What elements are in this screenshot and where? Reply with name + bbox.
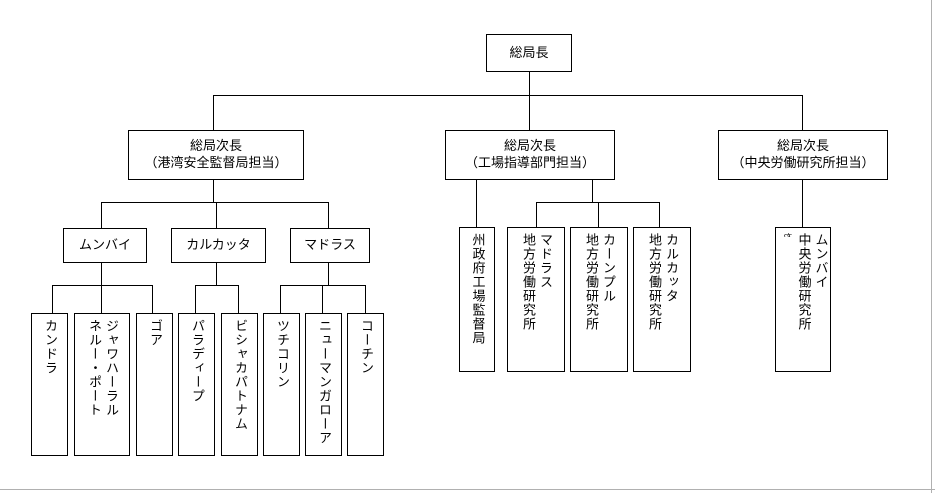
region-calcutta-box: カルカッタ (171, 228, 266, 263)
port-label: ニューマンガローア (316, 319, 331, 445)
port-cochin-box: コーチン (347, 313, 384, 456)
connector-line (598, 202, 599, 227)
deputy-responsibility: （中央労働研究所担当） (731, 156, 875, 171)
connector-line (322, 285, 323, 313)
region-label: マドラス (304, 238, 356, 253)
port-jnpt-box: ジャワハーラル ネルー・ポート (74, 313, 130, 456)
state-factory-inspectorate-box: 州政府工場監督局 (459, 227, 495, 372)
central-labour-institute-box: ムンバイ 中央労働研究所 ｾ (775, 227, 831, 372)
connector-line (328, 202, 329, 228)
connector-line (365, 285, 366, 313)
unit-label: カルカッタ (663, 233, 678, 303)
unit-label: マドラス (537, 233, 552, 289)
connector-line (536, 202, 537, 227)
deputy-port-safety-box: 総局次長 （港湾安全監督局担当） (128, 130, 304, 180)
port-label: ゴア (147, 319, 162, 347)
port-label: ネルー・ポート (86, 319, 101, 417)
deputy-responsibility: （港湾安全監督局担当） (144, 156, 288, 171)
unit-label: 地方労働研究所 (646, 233, 661, 331)
port-label: ジャワハーラル (103, 319, 118, 417)
connector-line (659, 202, 660, 227)
connector-line (213, 95, 803, 96)
connector-line (101, 202, 102, 228)
connector-line (216, 202, 217, 228)
port-tuticorin-box: ツチコリン (263, 313, 300, 456)
connector-line (213, 95, 214, 130)
page-edge-right (931, 0, 932, 493)
unit-label: ｾ (781, 233, 792, 239)
madras-regional-lab-box: マドラス 地方労働研究所 (507, 227, 565, 372)
connector-line (101, 262, 102, 286)
port-label: パラディープ (189, 319, 204, 403)
connector-line (101, 285, 102, 313)
connector-line (195, 285, 239, 286)
connector-line (529, 95, 530, 130)
port-label: ツチコリン (274, 319, 289, 389)
connector-line (802, 95, 803, 130)
connector-line (592, 179, 593, 203)
unit-label: 地方労働研究所 (583, 233, 598, 331)
connector-line (802, 179, 803, 227)
connector-line (476, 179, 477, 227)
connector-line (280, 285, 281, 313)
unit-label: カーンプル (600, 233, 615, 303)
port-goa-box: ゴア (136, 313, 173, 456)
port-label: コーチン (358, 319, 373, 375)
deputy-title: 総局次長 (503, 139, 556, 154)
connector-line (238, 285, 239, 313)
connector-line (213, 179, 214, 203)
unit-label: ムンバイ (812, 233, 828, 289)
region-label: ムンバイ (78, 238, 131, 253)
director-general-label: 総局長 (509, 45, 549, 61)
connector-line (152, 285, 153, 313)
deputy-title: 総局次長 (189, 139, 242, 154)
region-label: カルカッタ (186, 238, 251, 253)
connector-line (529, 71, 530, 96)
port-label: カンドラ (42, 319, 57, 375)
region-mumbai-box: ムンバイ (63, 228, 147, 263)
connector-line (328, 262, 329, 286)
region-madras-box: マドラス (290, 228, 370, 263)
kanpur-regional-lab-box: カーンプル 地方労働研究所 (570, 227, 628, 372)
unit-label: 中央労働研究所 (795, 233, 811, 331)
calcutta-regional-lab-box: カルカッタ 地方労働研究所 (633, 227, 691, 372)
deputy-factory-box: 総局次長 （工場指導部門担当） (445, 130, 615, 180)
deputy-central-lab-box: 総局次長 （中央労働研究所担当） (718, 130, 888, 180)
port-new-mangalore-box: ニューマンガローア (305, 313, 342, 456)
port-visakhapatnam-box: ビシャカパトナム (221, 313, 258, 456)
port-label: ビシャカパトナム (232, 319, 247, 431)
connector-line (280, 285, 366, 286)
port-kandla-box: カンドラ (31, 313, 68, 456)
deputy-responsibility: （工場指導部門担当） (464, 156, 595, 171)
deputy-title: 総局次長 (776, 139, 829, 154)
unit-label: 地方労働研究所 (520, 233, 535, 331)
connector-line (52, 285, 153, 286)
unit-label: 州政府工場監督局 (469, 233, 485, 345)
connector-line (216, 262, 217, 286)
connector-line (195, 285, 196, 313)
port-paradip-box: パラディープ (178, 313, 215, 456)
page-edge-bottom (0, 489, 935, 490)
connector-line (52, 285, 53, 313)
connector-line (101, 202, 329, 203)
director-general-box: 総局長 (486, 34, 572, 72)
